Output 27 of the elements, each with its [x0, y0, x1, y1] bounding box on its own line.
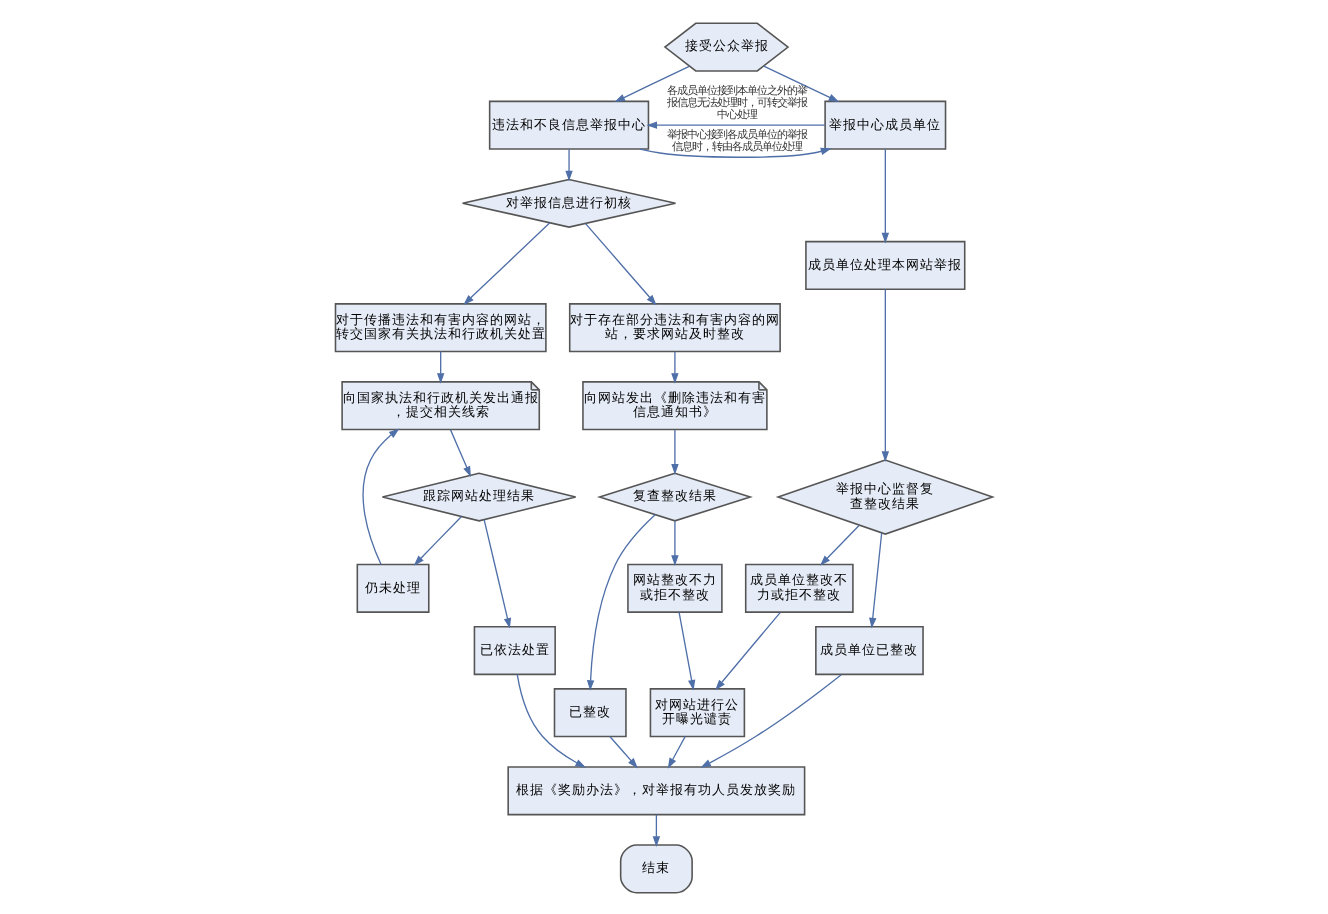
arrow — [614, 64, 690, 102]
arrow — [715, 610, 781, 690]
arrow — [671, 428, 679, 474]
arrow — [700, 673, 842, 767]
arrow — [449, 428, 471, 476]
arrow — [678, 610, 696, 690]
arrow — [586, 513, 656, 690]
arrow — [881, 287, 890, 461]
arrow — [869, 531, 883, 628]
arrow — [652, 813, 661, 846]
arrow — [609, 735, 638, 768]
arrow — [671, 519, 679, 565]
arrow — [565, 147, 573, 181]
arrow — [820, 523, 860, 565]
arrow — [362, 427, 400, 564]
arrow — [584, 221, 657, 305]
arrow — [463, 221, 551, 304]
arrow — [639, 146, 832, 157]
arrow — [667, 735, 686, 768]
arrow — [646, 120, 826, 128]
arrow — [483, 518, 512, 628]
arrow — [763, 64, 840, 101]
arrow — [413, 515, 462, 565]
arrow — [671, 349, 679, 383]
arrow — [881, 147, 890, 243]
arrow — [436, 349, 445, 383]
arrow — [516, 672, 586, 767]
